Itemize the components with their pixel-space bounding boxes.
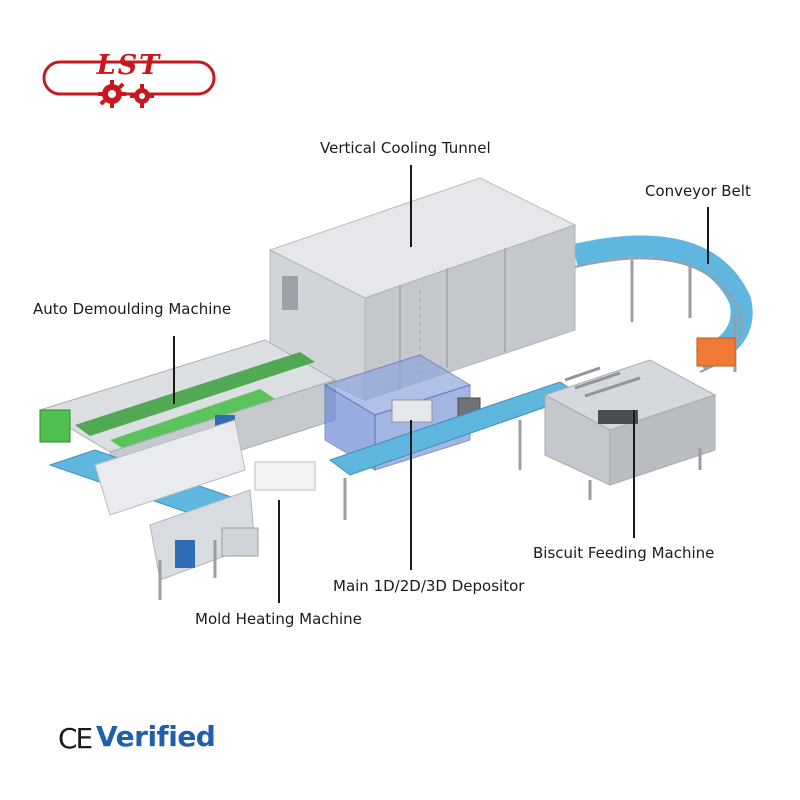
leader-line bbox=[278, 500, 280, 603]
verified-badge: Verified bbox=[96, 720, 215, 753]
curved-conveyor bbox=[575, 246, 742, 372]
leader-line bbox=[410, 420, 412, 570]
label-main-depositor: Main 1D/2D/3D Depositor bbox=[333, 577, 524, 595]
ce-mark: CE bbox=[58, 722, 91, 755]
label-auto-demoulding-machine: Auto Demoulding Machine bbox=[33, 300, 231, 318]
leader-line bbox=[410, 165, 412, 247]
leader-line bbox=[173, 336, 175, 404]
leader-line bbox=[707, 207, 709, 264]
label-conveyor-belt: Conveyor Belt bbox=[645, 182, 751, 200]
biscuit-feeding-machine bbox=[545, 360, 715, 500]
leader-line bbox=[633, 410, 635, 538]
label-biscuit-feeding-machine: Biscuit Feeding Machine bbox=[533, 544, 714, 562]
label-mold-heating-machine: Mold Heating Machine bbox=[195, 610, 362, 628]
label-vertical-cooling-tunnel: Vertical Cooling Tunnel bbox=[320, 139, 491, 157]
mold-heating-line bbox=[50, 420, 315, 600]
